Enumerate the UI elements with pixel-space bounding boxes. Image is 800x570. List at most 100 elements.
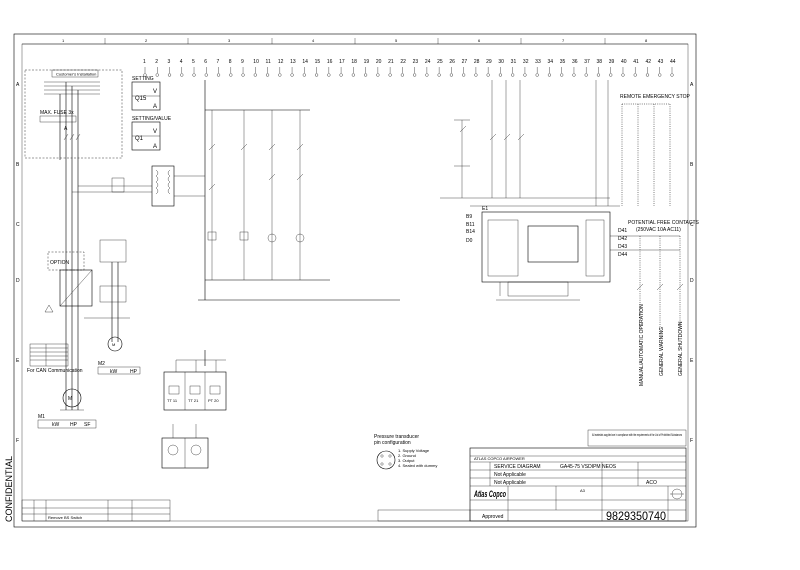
atlas-copco-logo: Atlas Copco: [473, 489, 506, 499]
title-block-treatment: Not Applicable: [494, 480, 526, 486]
zone-side-a-right: A: [690, 82, 694, 88]
terminal-number: 3: [168, 59, 171, 65]
terminal-point: [376, 73, 380, 77]
terminal-number: 40: [621, 59, 627, 65]
setting-q1-a: A: [153, 144, 157, 150]
transducer-pin-3: 3. Output: [398, 458, 415, 463]
title-block-remarks: Not Applicable: [494, 472, 526, 478]
remote-estop-label: REMOTE EMERGENCY STOP: [620, 94, 690, 100]
terminal-point: [572, 73, 576, 77]
zone-label-7: 7: [562, 38, 565, 43]
terminal-point: [143, 73, 147, 77]
terminal-number: 16: [327, 59, 333, 65]
terminal-number: 26: [449, 59, 455, 65]
control-transformer: [72, 165, 205, 207]
terminal-point: [388, 73, 392, 77]
terminal-number: 4: [180, 59, 183, 65]
terminal-number: 22: [400, 59, 406, 65]
terminal-point: [584, 73, 588, 77]
terminal-number: 30: [498, 59, 504, 65]
terminal-number: 8: [229, 59, 232, 65]
terminal-point: [486, 73, 490, 77]
zone-side-a: A: [16, 82, 20, 88]
terminal-point: [670, 73, 674, 77]
zone-label-2: 2: [145, 38, 148, 43]
terminal-point: [425, 73, 429, 77]
terminal-point: [658, 73, 662, 77]
setting-q15-v: V: [153, 89, 157, 95]
terminal-point: [216, 73, 221, 77]
setting-q1-v: V: [153, 129, 157, 135]
terminal-point: [302, 73, 306, 77]
zone-label-6: 6: [478, 38, 481, 43]
terminal-point: [596, 73, 601, 77]
terminal-point: [278, 73, 282, 77]
terminal-point: [327, 73, 331, 77]
option-label: OPTION: [50, 260, 70, 266]
terminal-number: 23: [413, 59, 419, 65]
m1-rating-box: [37, 419, 97, 429]
max-fuse-label: MAX. FUSE 3x: [40, 110, 74, 116]
title-block-status: Approved: [482, 514, 504, 520]
zone-label-5: 5: [395, 38, 398, 43]
pressure-sensors: [161, 424, 209, 469]
sensor-group: [163, 350, 227, 411]
terminal-number: 42: [645, 59, 651, 65]
zone-side-d: D: [16, 278, 20, 284]
controller-e1: [440, 197, 620, 301]
zone-side-d-right: D: [690, 278, 694, 284]
terminal-point: [437, 73, 441, 77]
terminal-point: [633, 73, 637, 77]
terminal-point: [474, 73, 478, 77]
terminal-number: 9: [241, 59, 244, 65]
terminal-number: 38: [596, 59, 602, 65]
mains-supply-lines: [44, 81, 100, 410]
title-block-name: SERVICE DIAGRAM: [494, 464, 541, 470]
zone-side-f: F: [16, 438, 19, 444]
m1-hp: HP: [70, 422, 78, 428]
transducer-pin-2: 2. Ground: [398, 453, 416, 458]
zone-label-1: 1: [62, 38, 65, 43]
terminal-number: 5: [192, 59, 195, 65]
terminal-point: [609, 73, 613, 77]
d43-label: D43: [618, 244, 627, 250]
terminal-number: 43: [658, 59, 664, 65]
terminal-point: [498, 73, 502, 77]
terminal-number: 36: [572, 59, 578, 65]
terminal-number: 39: [609, 59, 615, 65]
terminal-point: [229, 73, 233, 77]
terminal-number: 2: [155, 59, 158, 65]
customer-installation-box: [24, 69, 123, 159]
terminal-point: [449, 73, 453, 77]
b9-label: B9: [466, 214, 472, 220]
terminal-number: 32: [523, 59, 529, 65]
b11-label: B11: [466, 222, 475, 228]
title-block-company: ATLAS COPCO AIRPOWER: [474, 456, 525, 461]
terminal-number: 29: [486, 59, 492, 65]
terminal-point: [413, 73, 417, 77]
terminal-point: [645, 73, 650, 77]
zone-side-b: B: [16, 162, 20, 168]
zone-side-e-right: E: [690, 358, 694, 364]
transducer-pin-diagram: [376, 450, 396, 470]
title-block: [469, 447, 687, 522]
m2-rating-box: [97, 366, 141, 375]
terminal-number: 19: [364, 59, 370, 65]
m2-hp: HP: [130, 369, 138, 375]
terminal-number: 21: [388, 59, 394, 65]
can-label: For CAN Communication: [27, 368, 83, 374]
zone-ruler-side: A B C D E F A B C D E F: [16, 82, 694, 444]
d44-label: D44: [618, 252, 627, 258]
terminal-number: 31: [511, 59, 517, 65]
terminal-number: 41: [633, 59, 639, 65]
remote-control-wiring: [454, 80, 609, 206]
materials-note-box: [587, 429, 687, 447]
can-table: [29, 343, 69, 367]
terminal-number: 28: [474, 59, 480, 65]
terminal-number: 6: [204, 59, 207, 65]
m1-label: M1: [38, 414, 45, 420]
setting-value-label: SETTING/VALUE: [132, 116, 172, 122]
m2-label: M2: [98, 361, 105, 367]
transducer-title: Pressure transducer: [374, 434, 419, 440]
